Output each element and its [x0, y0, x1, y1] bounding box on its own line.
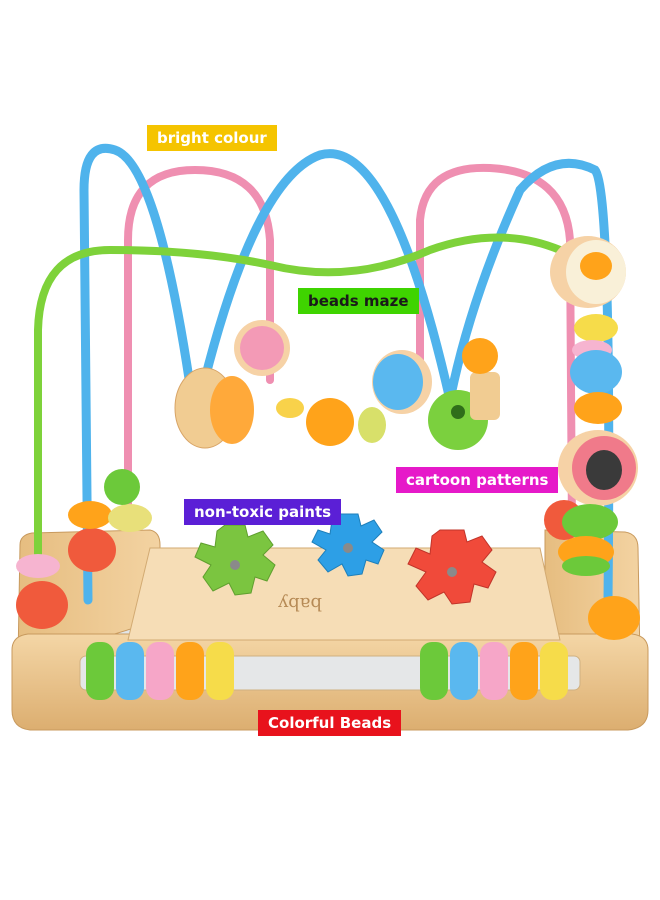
red-gear: [407, 529, 497, 605]
abacus-bead: [116, 642, 144, 700]
bead-green-r2: [562, 556, 610, 576]
label-beads-maze: beads maze: [298, 288, 419, 314]
cartoon-disc-mid-right: [558, 430, 638, 506]
bead-yellow-small: [276, 398, 304, 418]
bead-yellow-r: [574, 314, 618, 342]
cartoon-disc-pink: [234, 320, 290, 376]
label-colorful-beads: Colorful Beads: [258, 710, 402, 736]
bead-orange-ring: [68, 501, 112, 529]
bead-orange-top: [462, 338, 498, 374]
bead-green-r: [562, 504, 618, 540]
abacus-bead: [540, 642, 568, 700]
abacus-beads-left: [86, 642, 234, 700]
wire-maze: [34, 144, 614, 605]
abacus-bead: [206, 642, 234, 700]
green-gear: [194, 524, 276, 596]
left-post-beads: [16, 469, 152, 629]
wood-block-bead: [470, 372, 500, 420]
label-non-toxic-paints: non-toxic paints: [184, 499, 342, 525]
wood-cylinder-bead: [174, 367, 254, 449]
bead-green-hole: [451, 405, 465, 419]
bead-blue-r: [570, 350, 622, 394]
right-post-beads: [544, 236, 640, 640]
bead-pink-ring: [16, 554, 60, 578]
blue-wire: [79, 144, 614, 605]
cartoon-disc-top-right: [550, 236, 626, 308]
abacus-bead: [450, 642, 478, 700]
bead-yellow-ring: [108, 504, 152, 532]
abacus-bead: [420, 642, 448, 700]
bead-orange-big: [306, 398, 354, 446]
abacus-bead: [510, 642, 538, 700]
green-wire: [34, 233, 564, 564]
blue-gear: [311, 513, 385, 577]
pink-wire-right: [416, 163, 576, 534]
abacus-bead: [480, 642, 508, 700]
bead-red-2: [68, 528, 116, 572]
bead-orange-r3: [588, 596, 640, 640]
label-bright-colour: bright colour: [147, 125, 277, 151]
label-cartoon-patterns: cartoon patterns: [396, 467, 559, 493]
gear-set: [194, 513, 497, 605]
bead-orange-r: [574, 392, 622, 424]
bead-green: [104, 469, 140, 505]
abacus-beads-right: [420, 642, 568, 700]
abacus-bead: [176, 642, 204, 700]
abacus-bead: [86, 642, 114, 700]
abacus-bead: [146, 642, 174, 700]
bead-lime: [358, 407, 386, 443]
maze-beads: [174, 320, 500, 450]
cartoon-disc-blue: [372, 350, 432, 414]
brand-mark: baby: [277, 593, 322, 614]
bead-red: [16, 581, 68, 629]
